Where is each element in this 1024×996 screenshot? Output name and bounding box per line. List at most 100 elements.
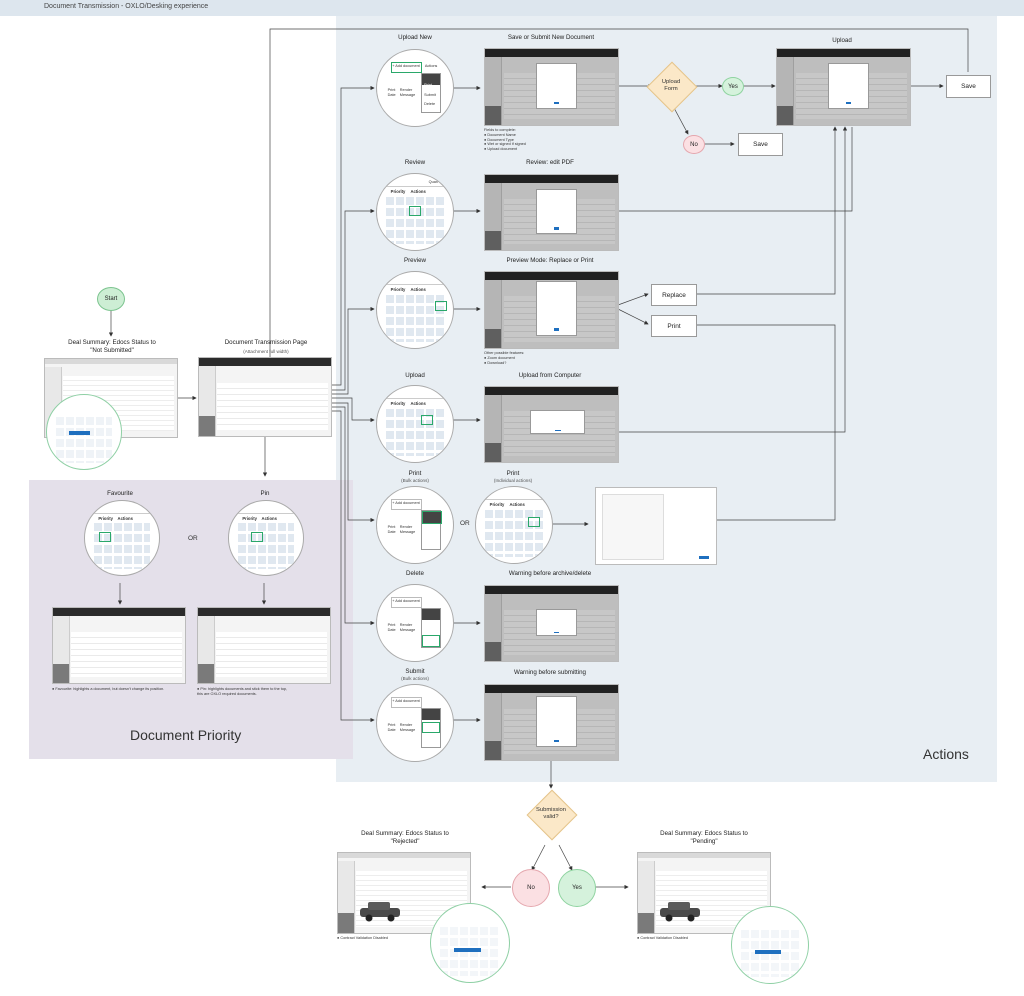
upload-screen-title: Upload from Computer xyxy=(518,372,582,379)
submission-yes-label: Yes xyxy=(572,885,582,891)
print-box[interactable]: Print xyxy=(651,315,697,337)
priority-region-title: Document Priority xyxy=(130,727,242,743)
render-message-col: Render Message xyxy=(399,525,416,534)
zoom-actions-header: Actions xyxy=(509,502,525,508)
menu-print[interactable]: Print xyxy=(424,83,432,88)
actions-dropdown[interactable]: Actions xyxy=(424,63,438,68)
favourite-screen xyxy=(52,607,186,684)
rejected-label: Deal Summary: Edocs Status to "Rejected" xyxy=(361,830,449,845)
zoom-actions-header: Actions xyxy=(410,287,426,293)
zoom-actions-header: Actions xyxy=(410,401,426,407)
add-document-button[interactable]: + Add document xyxy=(392,598,420,603)
rejected-screen xyxy=(337,852,471,934)
rejected-note: ● Contract Validation Disabled xyxy=(337,936,388,940)
favourite-label: Favourite xyxy=(107,490,133,497)
print-bulk-label: Print xyxy=(408,470,422,477)
zoom-priority-header: Priority xyxy=(489,502,505,508)
page-title: Document Transmission - OXLO/Desking exp… xyxy=(44,3,209,10)
pending-label: Deal Summary: Edocs Status to "Pending" xyxy=(660,830,748,845)
rejected-zoom xyxy=(430,903,510,983)
pin-note: ● Pin: highlights documents and stick th… xyxy=(197,687,288,696)
save-submit-screen-label: Save or Submit New Document xyxy=(507,34,595,41)
upload-no-label: No xyxy=(690,141,698,148)
delete-label: Delete xyxy=(406,570,424,577)
save-label-primary: Save xyxy=(961,83,976,90)
print-bulk-zoom[interactable]: + Add document Print Date Render Message xyxy=(376,486,454,564)
zoom-priority-header: Priority xyxy=(390,401,406,407)
actions-region-title: Actions xyxy=(923,746,969,762)
pending-zoom xyxy=(731,906,809,984)
print-box-label: Print xyxy=(667,322,681,330)
delete-zoom[interactable]: + Add document Print Date Render Message xyxy=(376,584,454,662)
print-individual-sublabel: (Individual actions) xyxy=(493,478,533,483)
submission-yes-node: Yes xyxy=(558,869,596,907)
menu-submit[interactable]: Submit xyxy=(424,92,436,97)
submit-warning-screen xyxy=(484,684,619,761)
delete-warning-screen xyxy=(484,585,619,662)
print-date-col: Print Date xyxy=(387,723,396,732)
review-zoom[interactable]: Quan Priority Actions xyxy=(376,173,454,251)
zoom-priority-header: Priority xyxy=(390,287,406,293)
transmission-sublabel: (Attachment full width) xyxy=(243,349,289,354)
favourite-zoom: Priority Actions xyxy=(84,500,160,576)
add-document-button[interactable]: + Add document xyxy=(392,63,420,68)
pending-note: ● Contract Validation Disabled xyxy=(637,936,688,940)
upload-new-zoom[interactable]: + Add document Actions Print Date Render… xyxy=(376,49,454,127)
start-label: Start xyxy=(104,296,118,302)
replace-box[interactable]: Replace xyxy=(651,284,697,306)
car-image xyxy=(360,902,400,922)
pin-label: Pin xyxy=(260,490,270,497)
upload-form-label: Upload Form xyxy=(661,79,681,92)
zoom-actions-header: Actions xyxy=(261,515,277,521)
car-image xyxy=(660,902,700,922)
delete-screen-label: Warning before archive/delete xyxy=(508,570,592,577)
upload-label: Upload xyxy=(405,372,425,379)
pin-zoom: Priority Actions xyxy=(228,500,304,576)
save-box-primary[interactable]: Save xyxy=(946,75,991,98)
preview-screen xyxy=(484,271,619,349)
zoom-actions-header: Actions xyxy=(410,189,426,195)
zoom-actions-header: Actions xyxy=(117,515,133,521)
zoom-priority-header: Priority xyxy=(242,515,257,521)
save-box-secondary[interactable]: Save xyxy=(738,133,783,156)
preview-screen-label: Preview Mode: Replace or Print xyxy=(506,257,594,264)
save-submit-screen xyxy=(484,48,619,126)
favourite-note: ● Favourite: highlights a document, but … xyxy=(52,687,165,691)
start-node: Start xyxy=(97,287,125,311)
print-date-col: Print Date xyxy=(387,525,396,534)
preview-features-note: Other possible features: ● Zoom document… xyxy=(484,351,525,365)
zoom-priority-header: Priority xyxy=(390,189,406,195)
print-individual-label: Print xyxy=(506,470,520,477)
submit-label: Submit xyxy=(405,668,425,675)
priority-or-label: OR xyxy=(188,535,198,542)
replace-label: Replace xyxy=(662,291,686,299)
print-bulk-sublabel: (Bulk actions) xyxy=(401,478,429,483)
transmission-screen xyxy=(198,357,332,437)
print-date-col: Print Date xyxy=(387,88,396,97)
print-or-label: OR xyxy=(460,520,470,527)
title-bar: Document Transmission - OXLO/Desking exp… xyxy=(0,0,1024,16)
submit-sublabel: (Bulk actions) xyxy=(401,676,429,681)
print-dialog-screen xyxy=(595,487,717,565)
upload-computer-screen xyxy=(484,386,619,463)
zoom-quan: Quan xyxy=(428,180,438,185)
upload-new-fields-note: Fields to complete: ● Document Name ● Do… xyxy=(484,128,526,152)
add-document-button[interactable]: + Add document xyxy=(392,500,420,505)
preview-zoom[interactable]: Priority Actions xyxy=(376,271,454,349)
upload-no-node: No xyxy=(683,135,705,154)
review-screen-label: Review: edit PDF xyxy=(526,159,574,166)
print-date-col: Print Date xyxy=(387,623,396,632)
render-message-col: Render Message xyxy=(399,88,416,97)
upload-zoom[interactable]: Priority Actions xyxy=(376,385,454,463)
add-document-button[interactable]: + Add document xyxy=(392,698,420,703)
submit-zoom[interactable]: + Add document Print Date Render Message xyxy=(376,684,454,762)
preview-label: Preview xyxy=(403,257,426,264)
print-individual-zoom[interactable]: Priority Actions xyxy=(475,486,553,564)
deal-summary-zoom xyxy=(46,394,122,470)
menu-delete[interactable]: Delete xyxy=(424,101,436,106)
review-label: Review xyxy=(404,159,426,166)
zoom-priority-header: Priority xyxy=(98,515,113,521)
render-message-col: Render Message xyxy=(399,723,416,732)
upload-yes-label: Yes xyxy=(728,83,738,90)
